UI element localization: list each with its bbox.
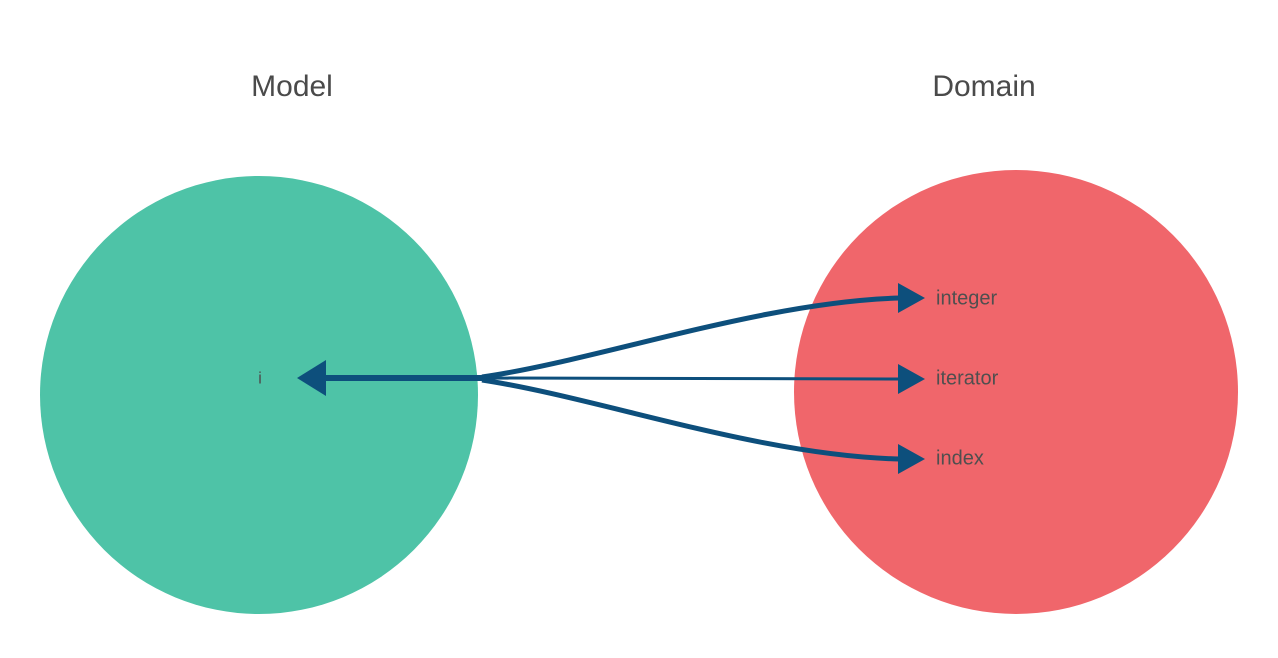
model-node-i-label[interactable]: i bbox=[258, 368, 262, 387]
arrowhead-index-icon bbox=[898, 444, 925, 474]
arrowhead-model-i-icon bbox=[297, 360, 326, 396]
domain-node-integer-label[interactable]: integer bbox=[936, 287, 997, 309]
domain-node-index-label[interactable]: index bbox=[936, 447, 984, 469]
edge-i-to-integer bbox=[481, 295, 901, 380]
arrowhead-integer-icon bbox=[898, 283, 925, 313]
edge-i-to-index bbox=[481, 377, 901, 462]
domain-node-iterator-label[interactable]: iterator bbox=[936, 367, 999, 389]
arrowhead-iterator-icon bbox=[898, 364, 925, 394]
domain-title: Domain bbox=[932, 70, 1035, 103]
edge-i-to-iterator bbox=[481, 376, 901, 381]
model-title: Model bbox=[251, 70, 333, 103]
model-circle[interactable] bbox=[40, 176, 478, 614]
domain-circle[interactable] bbox=[794, 170, 1238, 614]
